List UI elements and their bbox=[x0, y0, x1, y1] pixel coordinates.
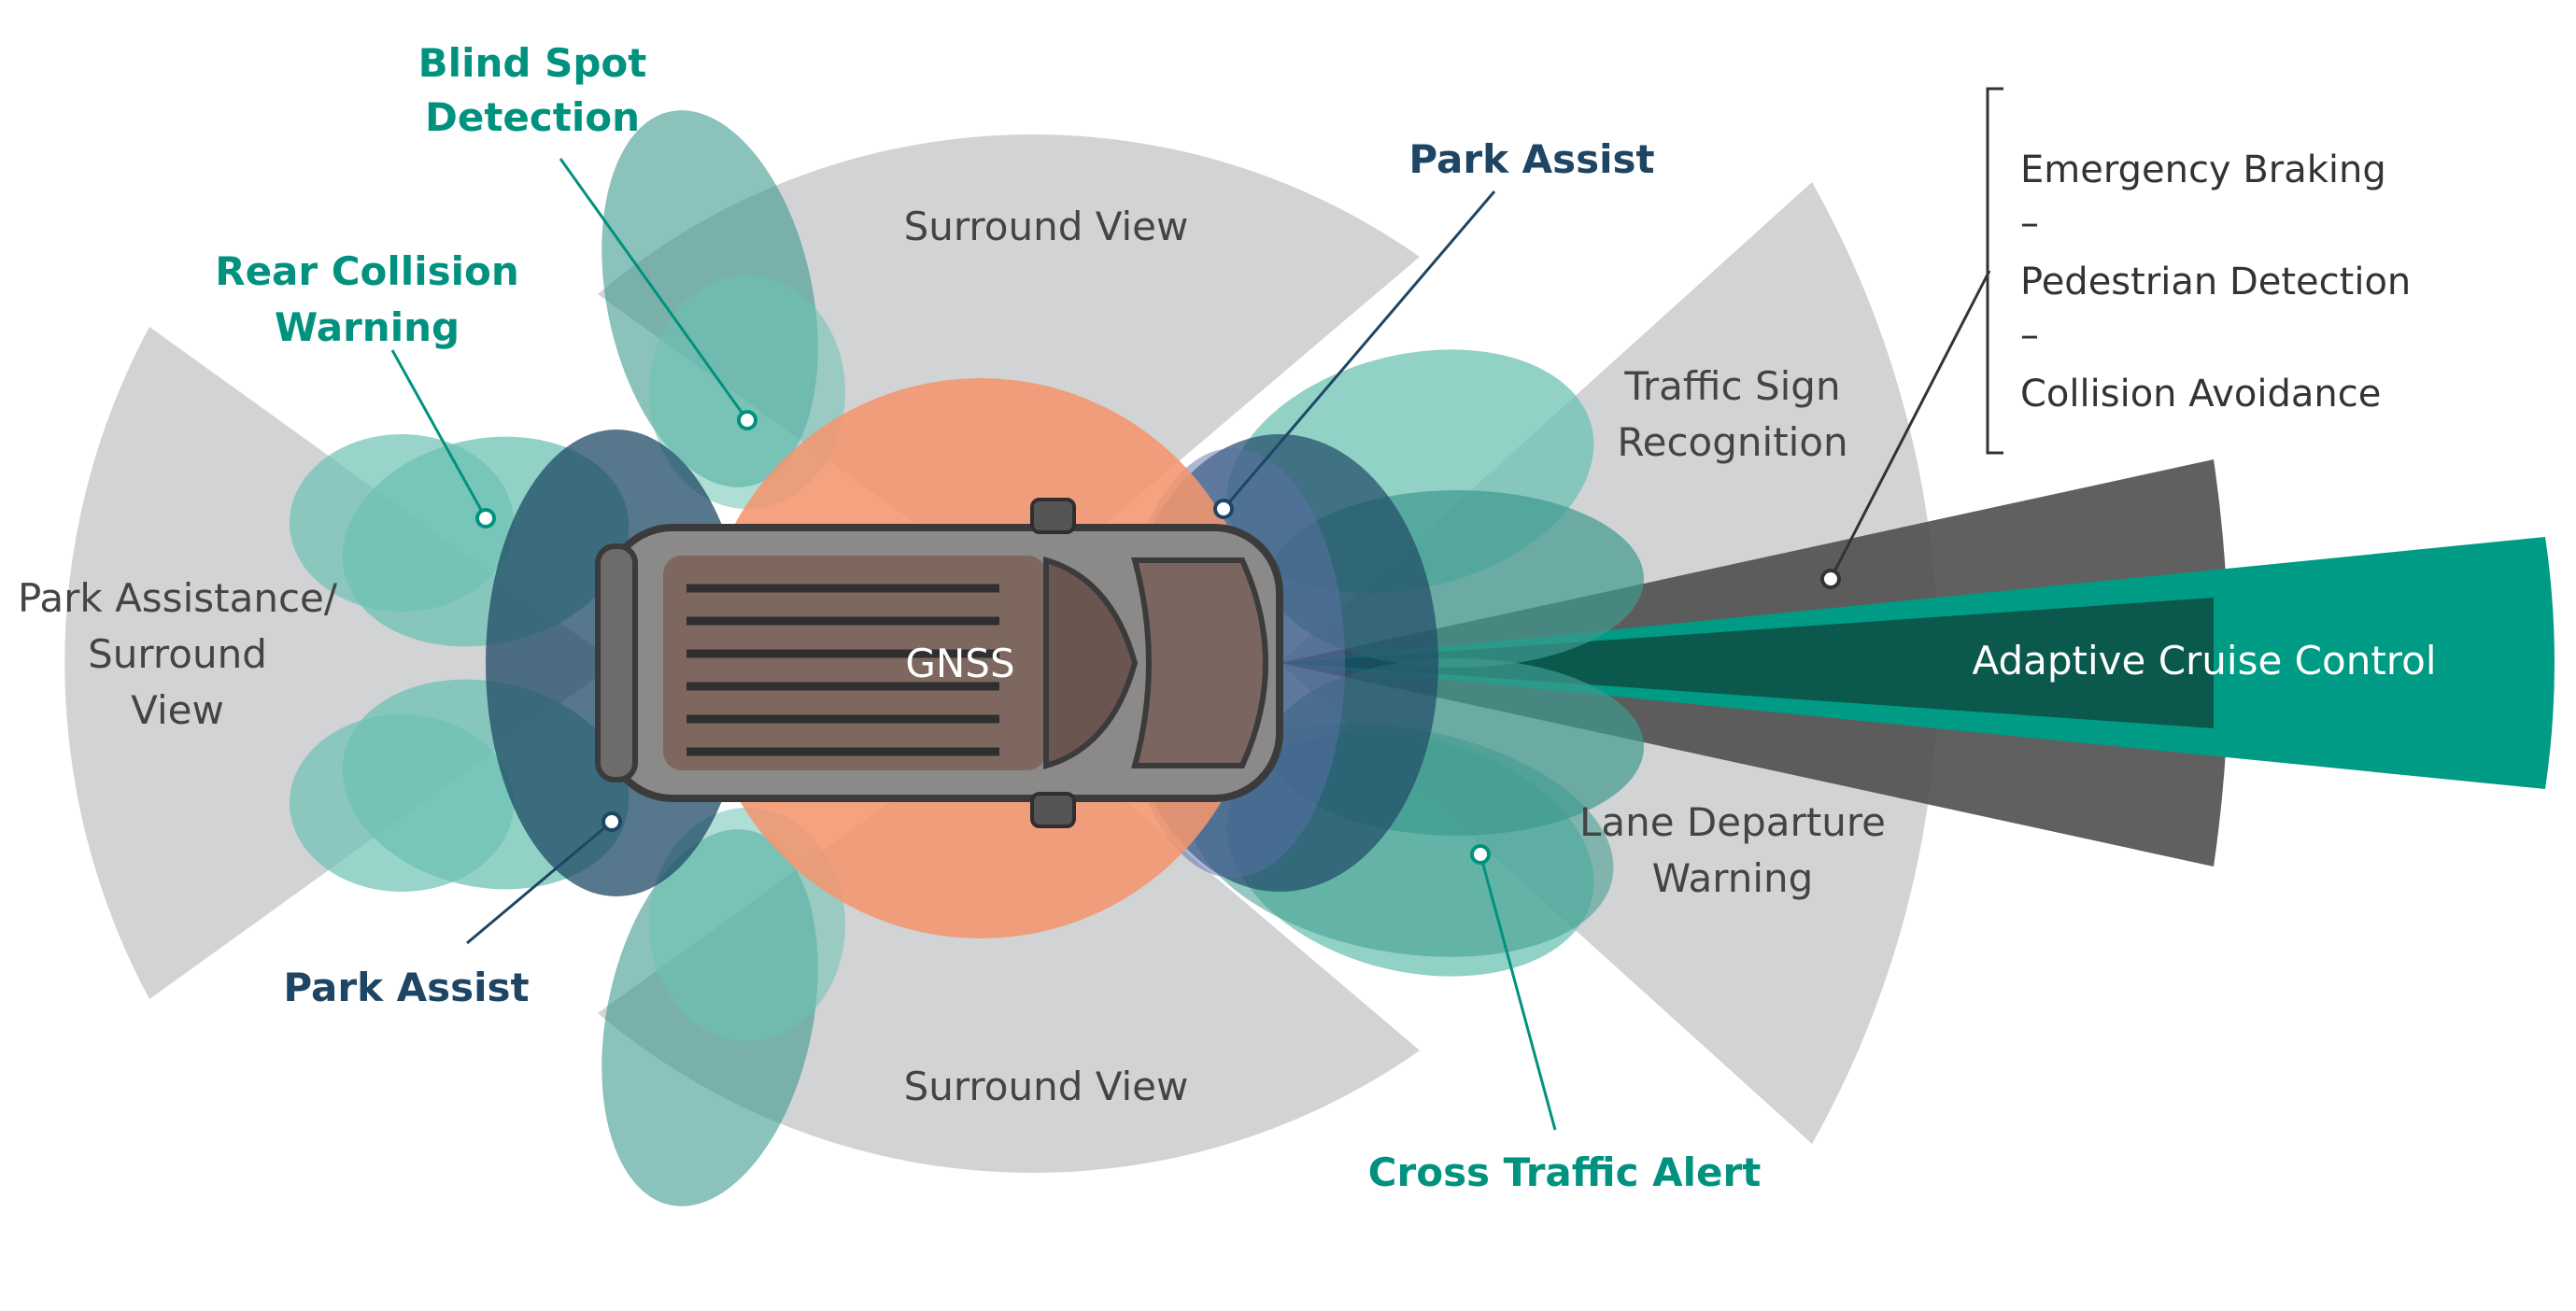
park-assist-top-marker bbox=[1213, 499, 1234, 519]
park-assistance-label-3: View bbox=[131, 687, 224, 733]
emergency-bracket bbox=[1986, 87, 2003, 455]
car bbox=[595, 498, 1283, 828]
rear-right-lobe-outer bbox=[290, 714, 514, 892]
blind-spot-label-2: Detection bbox=[425, 94, 640, 140]
emergency-leader bbox=[1829, 270, 1991, 580]
gnss-label: GNSS bbox=[905, 641, 1014, 686]
park-assist-bottom-marker bbox=[602, 811, 622, 832]
acc-label: Adaptive Cruise Control bbox=[1972, 638, 2436, 684]
park-assist-bottom-label: Park Assist bbox=[283, 965, 529, 1010]
rear-collision-label-1: Rear Collision bbox=[215, 248, 519, 294]
park-assistance-label-1: Park Assistance/ bbox=[18, 575, 338, 621]
roof-rails bbox=[686, 584, 999, 756]
park-assist-top-label: Park Assist bbox=[1408, 136, 1654, 182]
park-assist-bottom-leader bbox=[466, 820, 613, 945]
acc-beam-core bbox=[1280, 598, 2214, 728]
park-assistance-label-2: Surround bbox=[88, 631, 267, 677]
lane-departure-label-1: Lane Departure bbox=[1579, 799, 1886, 845]
emergency-braking-label: Emergency Braking bbox=[2020, 148, 2386, 191]
labels: Blind Spot Detection Rear Collision Warn… bbox=[18, 40, 2437, 1195]
car-hood bbox=[1131, 557, 1268, 768]
rear-left-lobe-outer bbox=[290, 434, 514, 612]
pedestrian-detection-label: Pedestrian Detection bbox=[2020, 261, 2411, 303]
rear-surround-zone bbox=[64, 327, 616, 999]
dash-2: – bbox=[2020, 314, 2039, 357]
cross-traffic-label: Cross Traffic Alert bbox=[1368, 1149, 1762, 1195]
surround-view-bottom-label: Surround View bbox=[904, 1064, 1189, 1109]
blind-spot-marker bbox=[737, 410, 757, 430]
rear-collision-leader bbox=[390, 349, 488, 519]
long-range-beams bbox=[1280, 459, 2555, 867]
cross-traffic-marker bbox=[1470, 844, 1491, 865]
rear-collision-label-2: Warning bbox=[275, 304, 460, 350]
collision-avoidance-label: Collision Avoidance bbox=[2020, 373, 2381, 416]
surround-view-top-label: Surround View bbox=[904, 204, 1189, 249]
park-assist-top-leader bbox=[1222, 190, 1496, 510]
emergency-marker bbox=[1820, 569, 1841, 589]
rear-collision-marker bbox=[475, 508, 496, 529]
markers bbox=[475, 410, 1841, 865]
car-windshield bbox=[1043, 557, 1139, 769]
leader-lines bbox=[390, 87, 2003, 1131]
lane-departure-label-2: Warning bbox=[1652, 855, 1814, 901]
blind-spot-label-1: Blind Spot bbox=[418, 40, 647, 86]
right-mirror bbox=[1030, 792, 1076, 828]
left-mirror bbox=[1030, 498, 1076, 534]
car-rear-bumper bbox=[595, 543, 638, 782]
traffic-sign-label-1: Traffic Sign bbox=[1623, 363, 1840, 409]
dash-1: – bbox=[2020, 202, 2039, 245]
blind-spot-leader bbox=[559, 158, 749, 421]
cross-traffic-leader bbox=[1479, 853, 1557, 1131]
traffic-sign-label-2: Recognition bbox=[1617, 419, 1847, 465]
